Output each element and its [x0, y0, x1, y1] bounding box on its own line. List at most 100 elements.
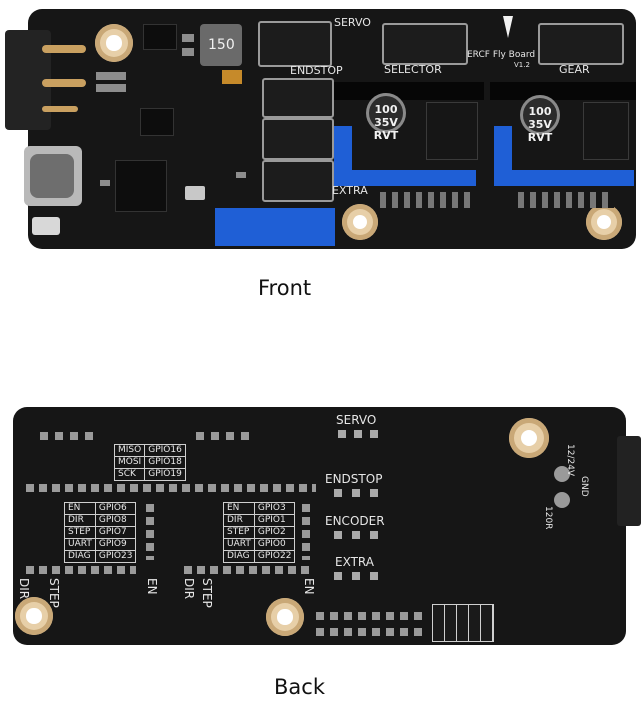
pin-gpio: GPIO6: [94, 502, 137, 515]
chip: [143, 24, 177, 50]
carrot-logo: [503, 16, 513, 38]
pin-name: UART: [223, 538, 255, 551]
mounting-hole: [342, 204, 378, 240]
tantalum-cap: [222, 70, 242, 84]
endstop-pads: [334, 489, 380, 497]
driver-pad-area: [426, 102, 478, 160]
pin-name: DIR: [64, 514, 96, 527]
pin-gpio: GPIO3: [253, 502, 296, 515]
power-pin: [42, 79, 86, 87]
blue-pin-header: [215, 208, 335, 246]
capacitor-value: RVT: [527, 131, 553, 144]
pin-name: DIAG: [223, 550, 255, 563]
crystal: [185, 186, 205, 200]
endstop-label-back: ENDSTOP: [325, 472, 383, 486]
driver1-top-header: [334, 82, 484, 100]
chip: [140, 108, 174, 136]
extra-pads: [334, 572, 380, 580]
pin-legend-block: [432, 604, 494, 642]
en-label-2: EN: [302, 578, 316, 595]
pin-column: [302, 504, 310, 560]
servo-pads: [338, 430, 378, 438]
pin-name: EN: [223, 502, 255, 515]
gnd-label: GND: [579, 476, 589, 497]
encoder-connector: [262, 118, 334, 160]
pin-name: STEP: [223, 526, 255, 539]
pin-gpio: GPIO18: [144, 456, 186, 469]
mounting-hole: [509, 418, 549, 458]
power-pad: [554, 466, 570, 482]
encoder-label-back: ENCODER: [325, 514, 385, 528]
extra-connector: [262, 160, 334, 202]
power-connector: [617, 436, 641, 526]
pin-name: UART: [64, 538, 96, 551]
extra-label: EXTRA: [332, 184, 368, 197]
pin-row: [196, 432, 252, 440]
pin-name: STEP: [64, 526, 96, 539]
driver2-top-header: [490, 82, 636, 100]
capacitor: [520, 95, 560, 135]
pin-name: SCK: [113, 468, 146, 481]
smd-part: [96, 84, 126, 92]
selector-label: SELECTOR: [384, 63, 442, 76]
en-label-1: EN: [145, 578, 159, 595]
reset-button: [32, 217, 60, 235]
pin-gpio: GPIO1: [253, 514, 296, 527]
pin-name: MOSI: [113, 456, 146, 469]
mounting-hole: [15, 597, 53, 635]
blue-driver-header: [334, 126, 352, 170]
step-label-2: STEP: [200, 578, 214, 608]
dir-label-2: DIR: [182, 578, 196, 600]
pin-gpio: GPIO8: [94, 514, 137, 527]
power-pin: [42, 106, 78, 112]
pin-row: [184, 566, 314, 574]
servo-connector: [258, 21, 332, 67]
driver-pad-area: [583, 102, 629, 160]
capacitor: [366, 93, 406, 133]
smd-part: [100, 180, 110, 186]
inductor: [200, 24, 242, 66]
term-label: 120R: [543, 506, 553, 530]
pin-name: MISO: [113, 444, 146, 457]
smd-row: [380, 192, 476, 208]
smd-part: [182, 34, 194, 42]
capacitor-value: RVT: [373, 129, 399, 142]
selector-connector: [382, 23, 468, 65]
smd-part: [182, 48, 194, 56]
pin-row: [26, 484, 316, 492]
pin-name: DIAG: [64, 550, 96, 563]
pin-column: [146, 504, 154, 560]
servo-label-back: SERVO: [336, 413, 377, 427]
usb-c-port-opening: [30, 154, 74, 198]
dir-label-1: DIR: [17, 578, 31, 600]
pin-name: DIR: [223, 514, 255, 527]
pin-row: [26, 566, 136, 574]
pin-gpio: GPIO2: [253, 526, 296, 539]
pin-row: [316, 628, 426, 636]
step-label-1: STEP: [47, 578, 61, 608]
endstop-label: ENDSTOP: [290, 64, 343, 77]
capacitor-value: 100: [528, 105, 552, 118]
pin-name: EN: [64, 502, 96, 515]
blue-driver-header: [334, 170, 476, 186]
rp2040-chip: [115, 160, 167, 212]
inductor-label: 150: [208, 37, 235, 53]
pin-gpio: GPIO16: [144, 444, 186, 457]
capacitor-value: 100: [374, 103, 398, 116]
encoder-pads: [334, 531, 380, 539]
pin-gpio: GPIO7: [94, 526, 137, 539]
smd-part: [96, 72, 126, 80]
pin-row: [316, 612, 426, 620]
pin-gpio: GPIO9: [94, 538, 137, 551]
brand-label: ERCF Fly Board: [467, 50, 536, 60]
power-pin: [42, 45, 86, 53]
endstop-connector: [262, 78, 334, 118]
gear-connector: [538, 23, 624, 65]
blue-driver-header: [494, 170, 634, 186]
pin-gpio: GPIO0: [253, 538, 296, 551]
capacitor-value: 35V: [528, 118, 552, 131]
